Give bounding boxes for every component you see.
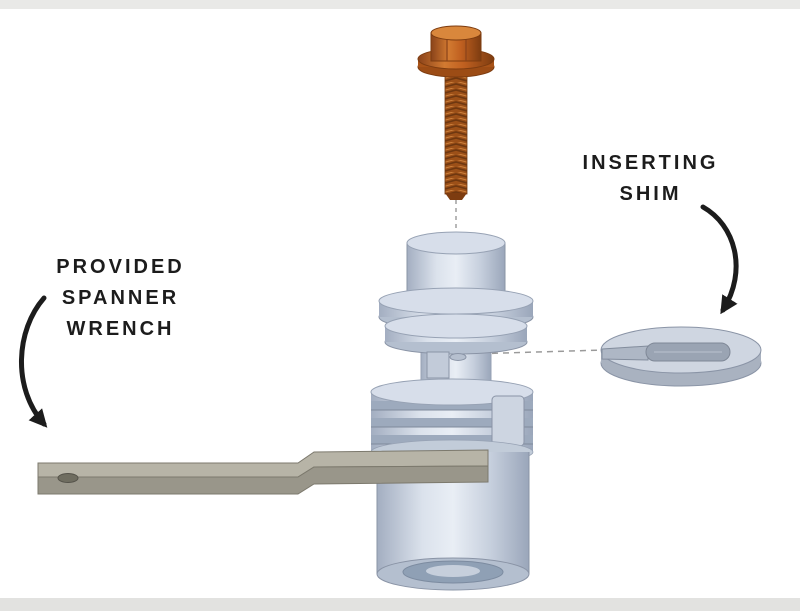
provided-spanner-wrench-label: PROVIDED SPANNER WRENCH (38, 252, 203, 345)
shim-alignment-dashed-line (469, 349, 605, 355)
flange-bolt (417, 25, 495, 200)
spanner-wrench-arrow (19, 295, 48, 428)
label-line: PROVIDED (56, 256, 185, 278)
bolt-threaded-shank (444, 69, 468, 195)
provided-spanner-wrench (37, 449, 489, 495)
bolt-tip (445, 193, 467, 200)
shim-disc (600, 326, 762, 387)
keyway-cutout (491, 395, 525, 447)
bushing-assembly (378, 231, 534, 395)
lower-body (370, 378, 534, 591)
bottom-border-strip (0, 598, 800, 611)
lower-flange-top-face (384, 313, 528, 339)
wrench-front-face (37, 465, 489, 495)
label-line: SHIM (619, 183, 682, 205)
shim-seat-boss (449, 353, 467, 361)
inserting-shim-label: INSERTING SHIM (563, 148, 738, 210)
bolt-head-top-face (430, 25, 482, 41)
inserting-shim-arrow (700, 204, 739, 315)
groove-band (371, 418, 533, 427)
groove-band (371, 435, 533, 444)
label-line: WRENCH (66, 318, 175, 340)
top-border-strip (0, 0, 800, 9)
label-line: SPANNER (61, 287, 180, 309)
cylinder-bore-inner (426, 565, 480, 577)
neck-notch (426, 351, 450, 379)
upper-flange-top-face (378, 287, 534, 315)
wrench-hang-hole (57, 473, 79, 483)
label-line: INSERTING (582, 152, 719, 174)
top-cylinder-top-face (406, 231, 506, 255)
shim-open-slot (601, 345, 649, 361)
